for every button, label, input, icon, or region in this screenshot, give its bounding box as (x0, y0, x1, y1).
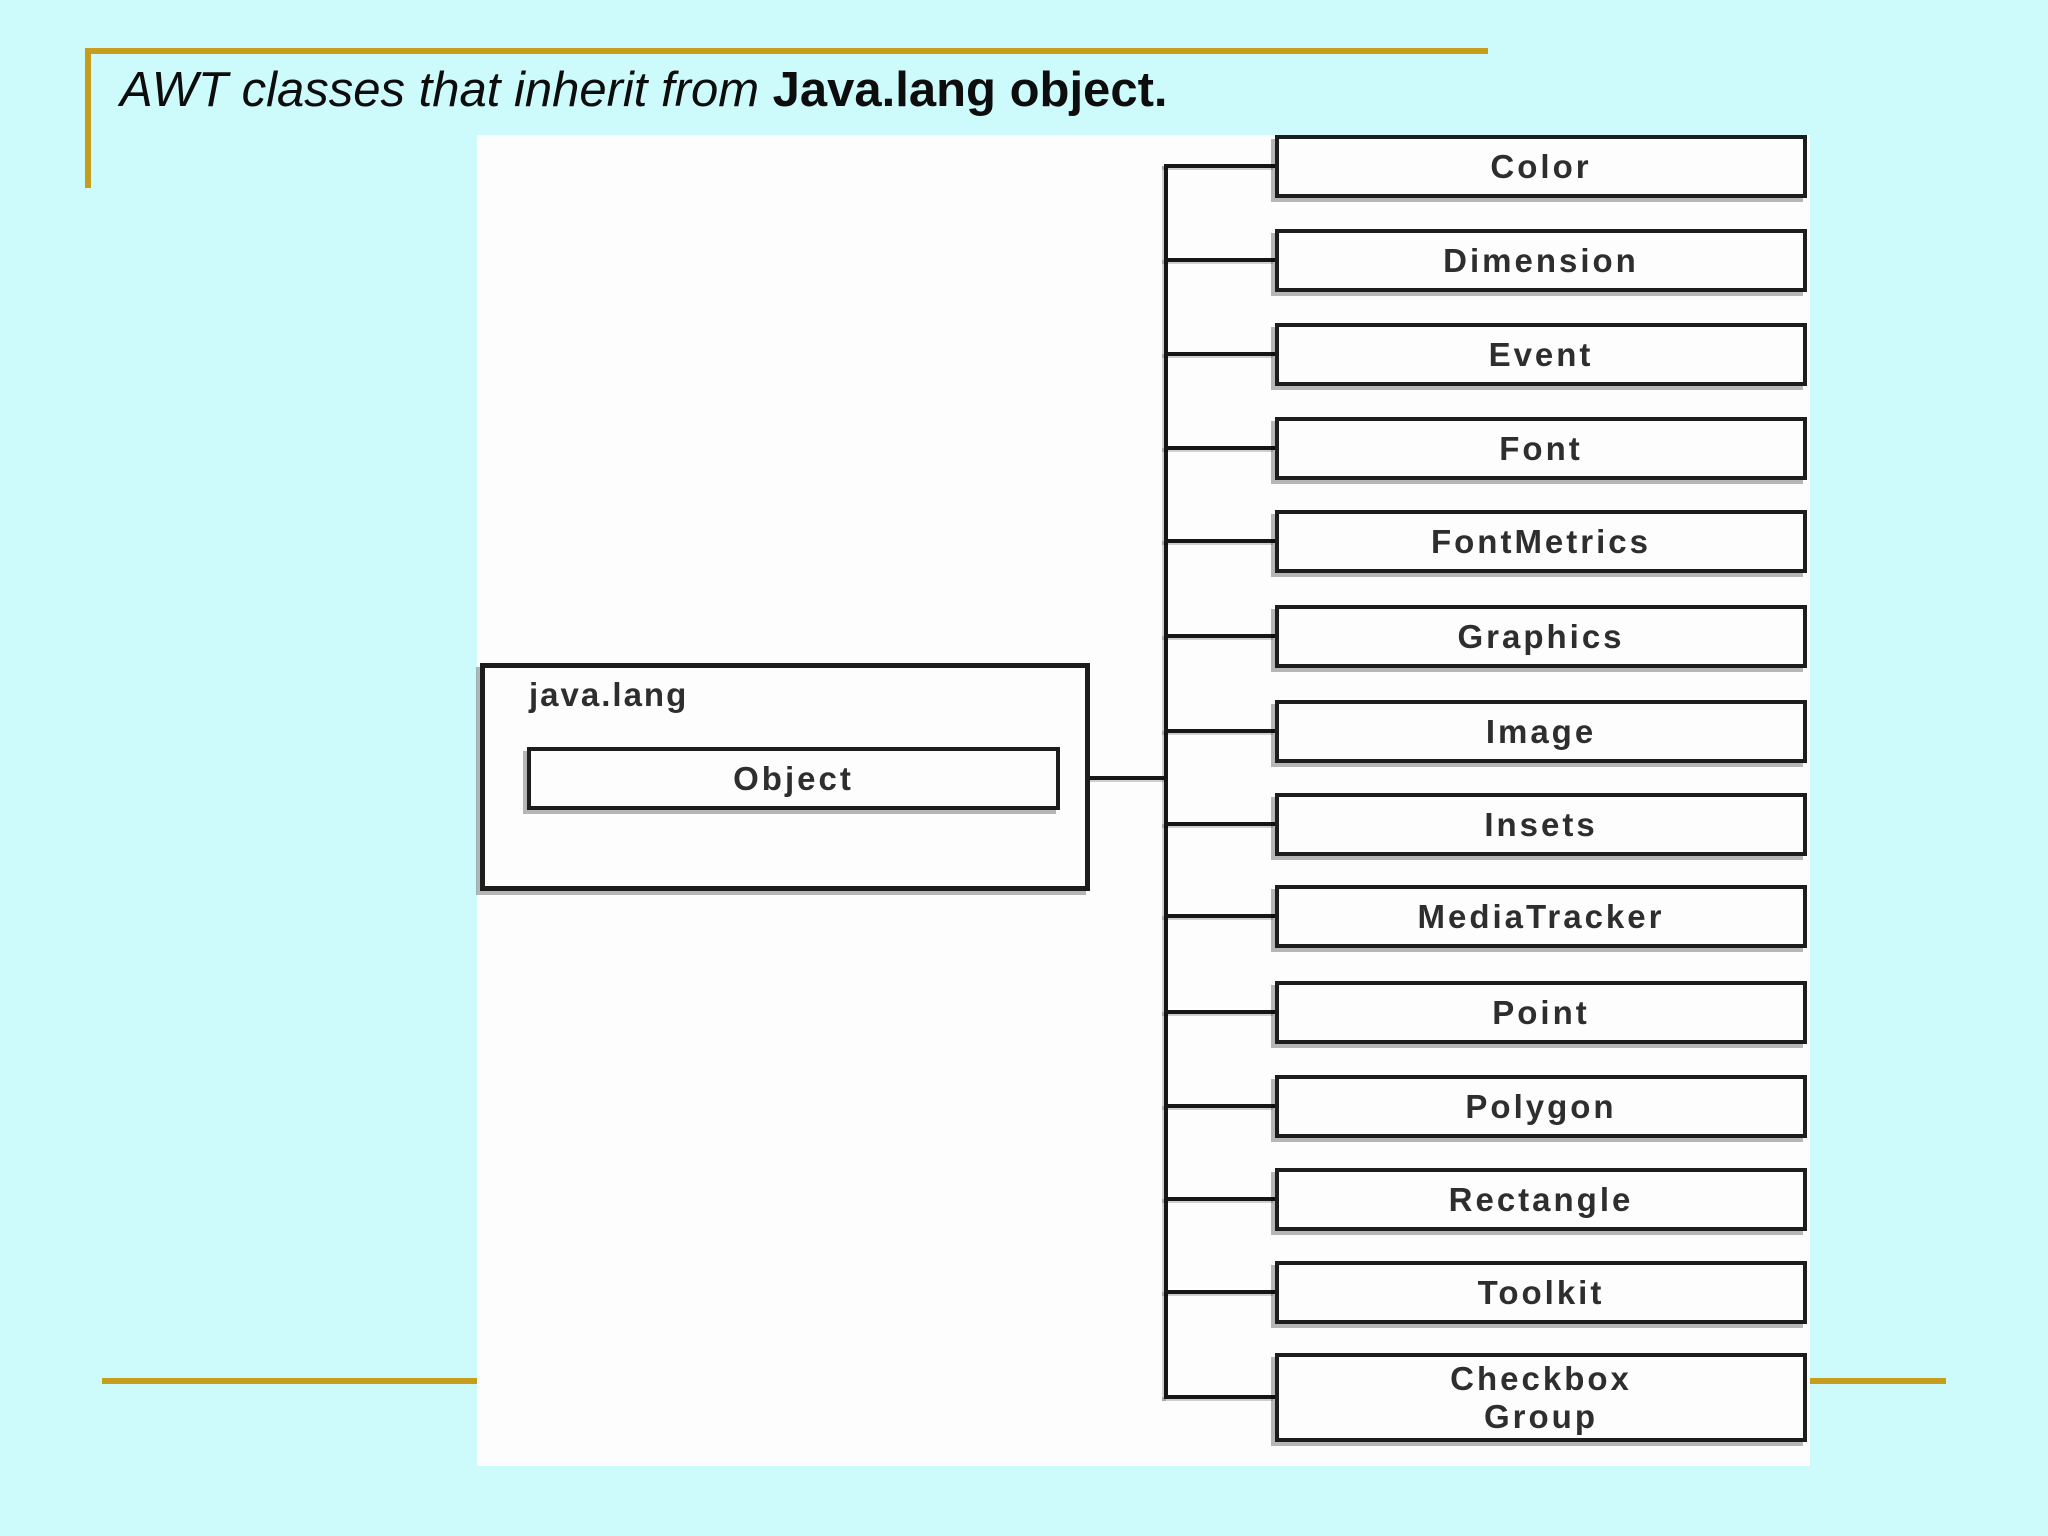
child-connector-line (1164, 164, 1275, 168)
class-box-dimension: Dimension (1275, 229, 1807, 292)
child-connector-line (1164, 258, 1275, 262)
class-box-object: Object (527, 747, 1060, 810)
class-box-font: Font (1275, 417, 1807, 480)
child-connector-line (1164, 446, 1275, 450)
class-box-label: MediaTracker (1417, 897, 1665, 935)
class-box-label: Graphics (1457, 617, 1625, 655)
page-title-bold-part: Java.lang object. (772, 63, 1168, 117)
accent-rule-left (85, 48, 91, 188)
child-connector-line (1164, 1290, 1275, 1294)
class-box-event: Event (1275, 323, 1807, 386)
class-box-fontmetrics: FontMetrics (1275, 510, 1807, 573)
child-connector-line (1164, 1104, 1275, 1108)
child-connector-line (1164, 352, 1275, 356)
class-box-toolkit: Toolkit (1275, 1261, 1807, 1324)
class-box-label: Color (1490, 147, 1592, 185)
class-box-label: Point (1492, 993, 1590, 1031)
child-connector-line (1164, 1395, 1275, 1399)
class-box-label: Rectangle (1448, 1180, 1634, 1218)
child-connector-line (1164, 539, 1275, 543)
class-box-label: Font (1499, 429, 1583, 467)
class-box-label: FontMetrics (1430, 522, 1651, 560)
class-box-graphics: Graphics (1275, 605, 1807, 668)
page-title-italic-part: AWT classes that inherit from (120, 63, 773, 117)
class-box-label: Insets (1484, 805, 1598, 843)
class-box-label: Checkbox Group (1450, 1359, 1632, 1435)
class-box-label: Object (733, 759, 854, 797)
class-box-label: Polygon (1465, 1087, 1617, 1125)
child-connector-line (1164, 729, 1275, 733)
class-box-insets: Insets (1275, 793, 1807, 856)
class-box-label: Event (1488, 335, 1594, 373)
child-connector-line (1164, 1197, 1275, 1201)
class-box-label: Image (1485, 712, 1597, 750)
class-box-image: Image (1275, 700, 1807, 763)
class-box-color: Color (1275, 135, 1807, 198)
class-box-label: Toolkit (1477, 1273, 1605, 1311)
hierarchy-trunk-line (1164, 164, 1168, 1399)
class-box-point: Point (1275, 981, 1807, 1044)
child-connector-line (1164, 914, 1275, 918)
class-box-rectangle: Rectangle (1275, 1168, 1807, 1231)
child-connector-line (1164, 634, 1275, 638)
class-box-polygon: Polygon (1275, 1075, 1807, 1138)
package-label: java.lang (529, 676, 689, 713)
child-connector-line (1164, 822, 1275, 826)
class-box-label: Dimension (1443, 241, 1639, 279)
page-title: AWT classes that inherit from Java.lang … (120, 62, 1620, 118)
root-connector-line (1060, 776, 1168, 780)
accent-rule-top (85, 48, 1488, 54)
class-box-checkbox-group: Checkbox Group (1275, 1353, 1807, 1442)
child-connector-line (1164, 1010, 1275, 1014)
class-box-mediatracker: MediaTracker (1275, 885, 1807, 948)
